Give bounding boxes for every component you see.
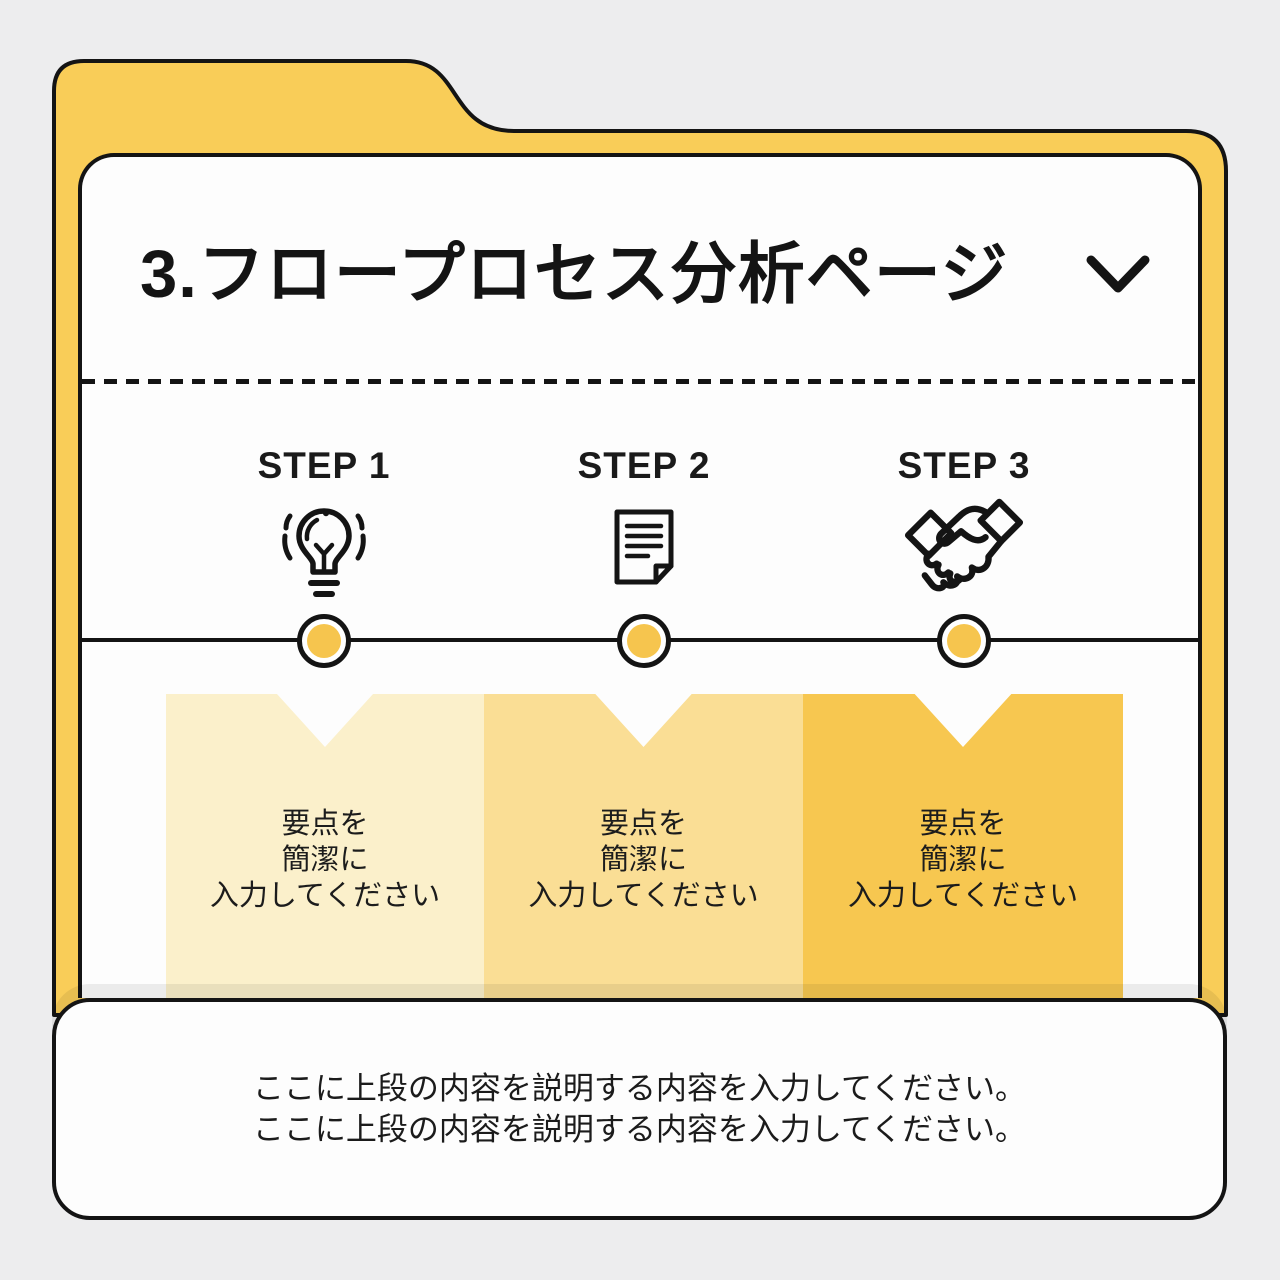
timeline-dot-core (947, 624, 981, 658)
panel-note: 要点を 簡潔に 入力してください (847, 808, 1079, 912)
timeline-dot-core (627, 624, 661, 658)
step-label: STEP 3 (897, 445, 1031, 486)
timeline-dot-core (307, 624, 341, 658)
step-panel-1: 要点を 簡潔に 入力してください (166, 694, 484, 1002)
chevron-down-icon[interactable] (1085, 251, 1151, 297)
footer-card: ここに上段の内容を説明する内容を入力してください。 ここに上段の内容を説明する内… (52, 998, 1227, 1220)
step-label: STEP 1 (257, 445, 391, 486)
step-panel-3: 要点を 簡潔に 入力してください (803, 694, 1123, 1002)
section-divider (82, 379, 1198, 384)
main-card: 3.フロープロセス分析ページ STEP 1 (78, 153, 1202, 1002)
step-column-1: STEP 1 (204, 445, 444, 601)
step-column-2: STEP 2 (524, 445, 764, 601)
timeline-dot-3 (937, 614, 991, 668)
footer-note-line: ここに上段の内容を説明する内容を入力してください。 (252, 1112, 1027, 1147)
timeline-dot-2 (617, 614, 671, 668)
header: 3.フロープロセス分析ページ (140, 157, 1140, 379)
panel-note: 要点を 簡潔に 入力してください (209, 808, 441, 912)
step-column-3: STEP 3 (844, 445, 1084, 601)
handshake-icon (904, 498, 1024, 592)
lightbulb-icon (282, 508, 366, 597)
document-icon (614, 509, 674, 585)
timeline-dot-1 (297, 614, 351, 668)
page-title: 3.フロープロセス分析ページ (140, 236, 1009, 312)
step-panel-2: 要点を 簡潔に 入力してください (484, 694, 803, 1002)
step-label: STEP 2 (577, 445, 711, 486)
panel-note: 要点を 簡潔に 入力してください (528, 808, 759, 912)
footer-note-line: ここに上段の内容を説明する内容を入力してください。 (252, 1071, 1027, 1106)
